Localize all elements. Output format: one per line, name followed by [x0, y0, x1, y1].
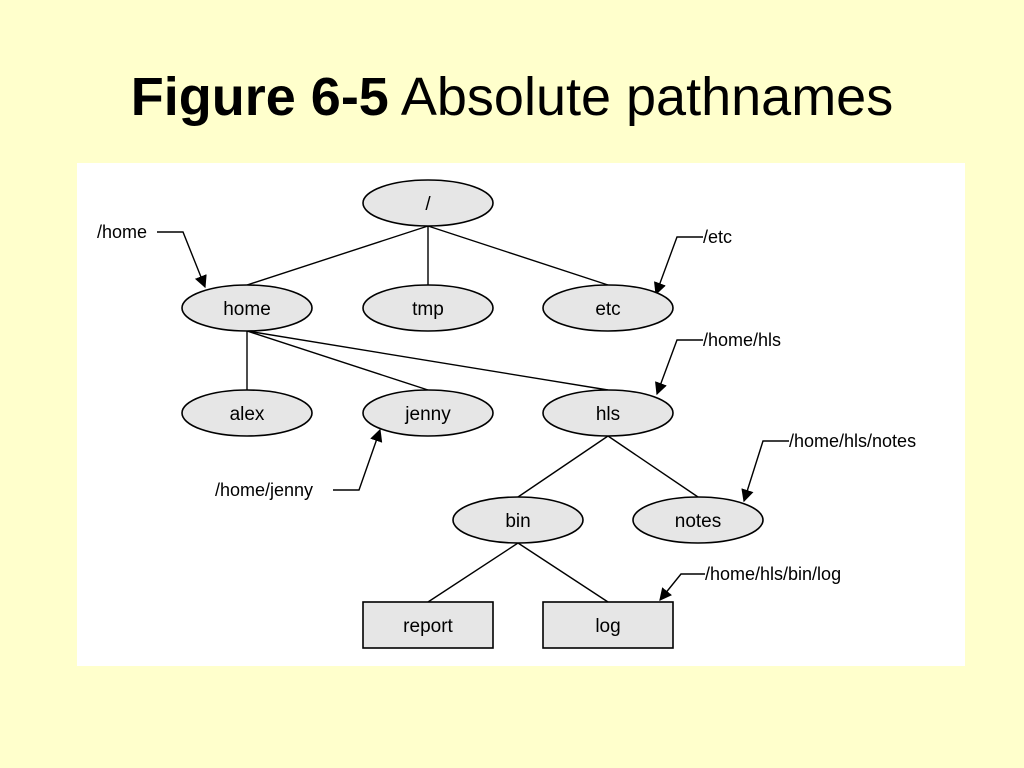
pathname-label-log: /home/hls/bin/log: [705, 564, 841, 584]
node-etc: etc: [542, 284, 674, 332]
node-etc-ellipse: [542, 284, 674, 332]
node-tmp: tmp: [362, 284, 494, 332]
pathname-label-notes: /home/hls/notes: [789, 431, 916, 451]
pointer-arrow-etc: [654, 236, 703, 296]
node-bin: bin: [452, 496, 584, 544]
node-notes: notes: [632, 496, 764, 544]
node-tmp-label: tmp: [412, 299, 444, 320]
slide-title: Figure 6-5 Absolute pathnames: [0, 62, 1024, 132]
node-root-ellipse: [362, 179, 494, 227]
node-log: log: [542, 601, 674, 649]
edge-hls-notes: [607, 435, 699, 498]
node-log-label: log: [595, 616, 620, 637]
node-report: report: [362, 601, 494, 649]
node-report-label: report: [403, 616, 453, 637]
pathname-label-home: /home: [97, 222, 147, 242]
node-home: home: [181, 284, 313, 332]
node-hls-label: hls: [596, 404, 620, 425]
edge-hls-bin: [517, 435, 609, 498]
node-alex: alex: [181, 389, 313, 437]
node-notes-label: notes: [675, 511, 721, 532]
figure-number: Figure 6-5: [130, 67, 389, 127]
pointer-arrow-log: [659, 573, 705, 601]
node-alex-ellipse: [181, 389, 313, 437]
pointer-arrow-hls: [655, 339, 703, 396]
pointer-arrow-home: [157, 231, 207, 289]
node-jenny-ellipse: [362, 389, 494, 437]
node-root: /: [362, 179, 494, 227]
node-etc-label: etc: [595, 299, 620, 320]
node-tmp-ellipse: [362, 284, 494, 332]
edge-bin-log: [517, 542, 609, 603]
pointer-arrow-jenny: [333, 428, 383, 491]
node-notes-ellipse: [632, 496, 764, 544]
node-alex-label: alex: [230, 404, 265, 425]
edge-root-home: [246, 225, 429, 286]
node-jenny-label: jenny: [404, 404, 451, 425]
pointer-arrow-notes: [741, 440, 789, 503]
pathname-label-etc: /etc: [703, 227, 732, 247]
node-bin-label: bin: [505, 511, 530, 532]
edge-home-hls: [246, 330, 609, 391]
node-log-box: [542, 601, 674, 649]
node-home-label: home: [223, 299, 271, 320]
node-root-label: /: [425, 194, 431, 215]
edge-bin-report: [427, 542, 519, 603]
node-jenny: jenny: [362, 389, 494, 437]
figure-caption: Absolute pathnames: [400, 67, 894, 127]
node-home-ellipse: [181, 284, 313, 332]
pathname-label-hls: /home/hls: [703, 330, 781, 350]
edge-home-jenny: [246, 330, 429, 391]
node-bin-ellipse: [452, 496, 584, 544]
edge-root-etc: [427, 225, 609, 286]
node-report-box: [362, 601, 494, 649]
node-hls: hls: [542, 389, 674, 437]
pathname-label-jenny: /home/jenny: [215, 480, 313, 500]
node-hls-ellipse: [542, 389, 674, 437]
